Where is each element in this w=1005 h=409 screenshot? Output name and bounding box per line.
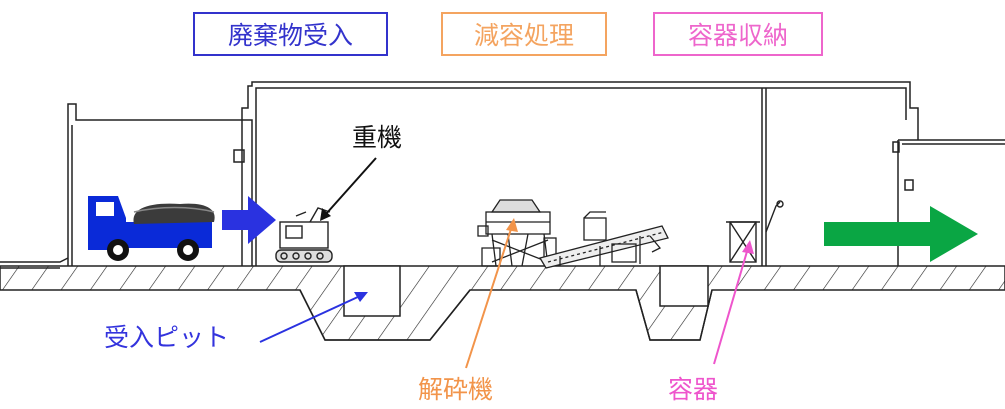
stage-label-volume-reduction: 減容処理 — [473, 21, 574, 50]
building-outline — [0, 81, 1005, 269]
stage-label-waste-receiving: 廃棄物受入 — [227, 21, 353, 50]
truck-icon — [88, 196, 215, 261]
label-crusher: 解砕機 — [418, 375, 494, 404]
flow-arrow-icon — [222, 196, 276, 244]
stage-box-waste-receiving: 廃棄物受入 — [193, 12, 388, 56]
flow-arrow-icon — [824, 206, 978, 262]
stage-box-container-storage: 容器収納 — [653, 12, 823, 56]
pointer-heavy-machine — [320, 157, 377, 221]
crusher-icon — [477, 199, 669, 269]
pointer-crusher — [465, 218, 518, 369]
stage-box-volume-reduction: 減容処理 — [441, 12, 607, 56]
pointer-receiving-pit — [259, 292, 368, 343]
label-receiving-pit: 受入ピット — [104, 323, 230, 352]
label-container: 容器 — [668, 375, 719, 404]
label-heavy-machine: 重機 — [352, 123, 403, 152]
ground-slab — [0, 265, 1005, 341]
pointer-container — [713, 240, 754, 365]
excavator-icon — [275, 207, 333, 263]
stage-label-container-storage: 容器収納 — [687, 21, 788, 50]
container-icon — [726, 200, 784, 263]
